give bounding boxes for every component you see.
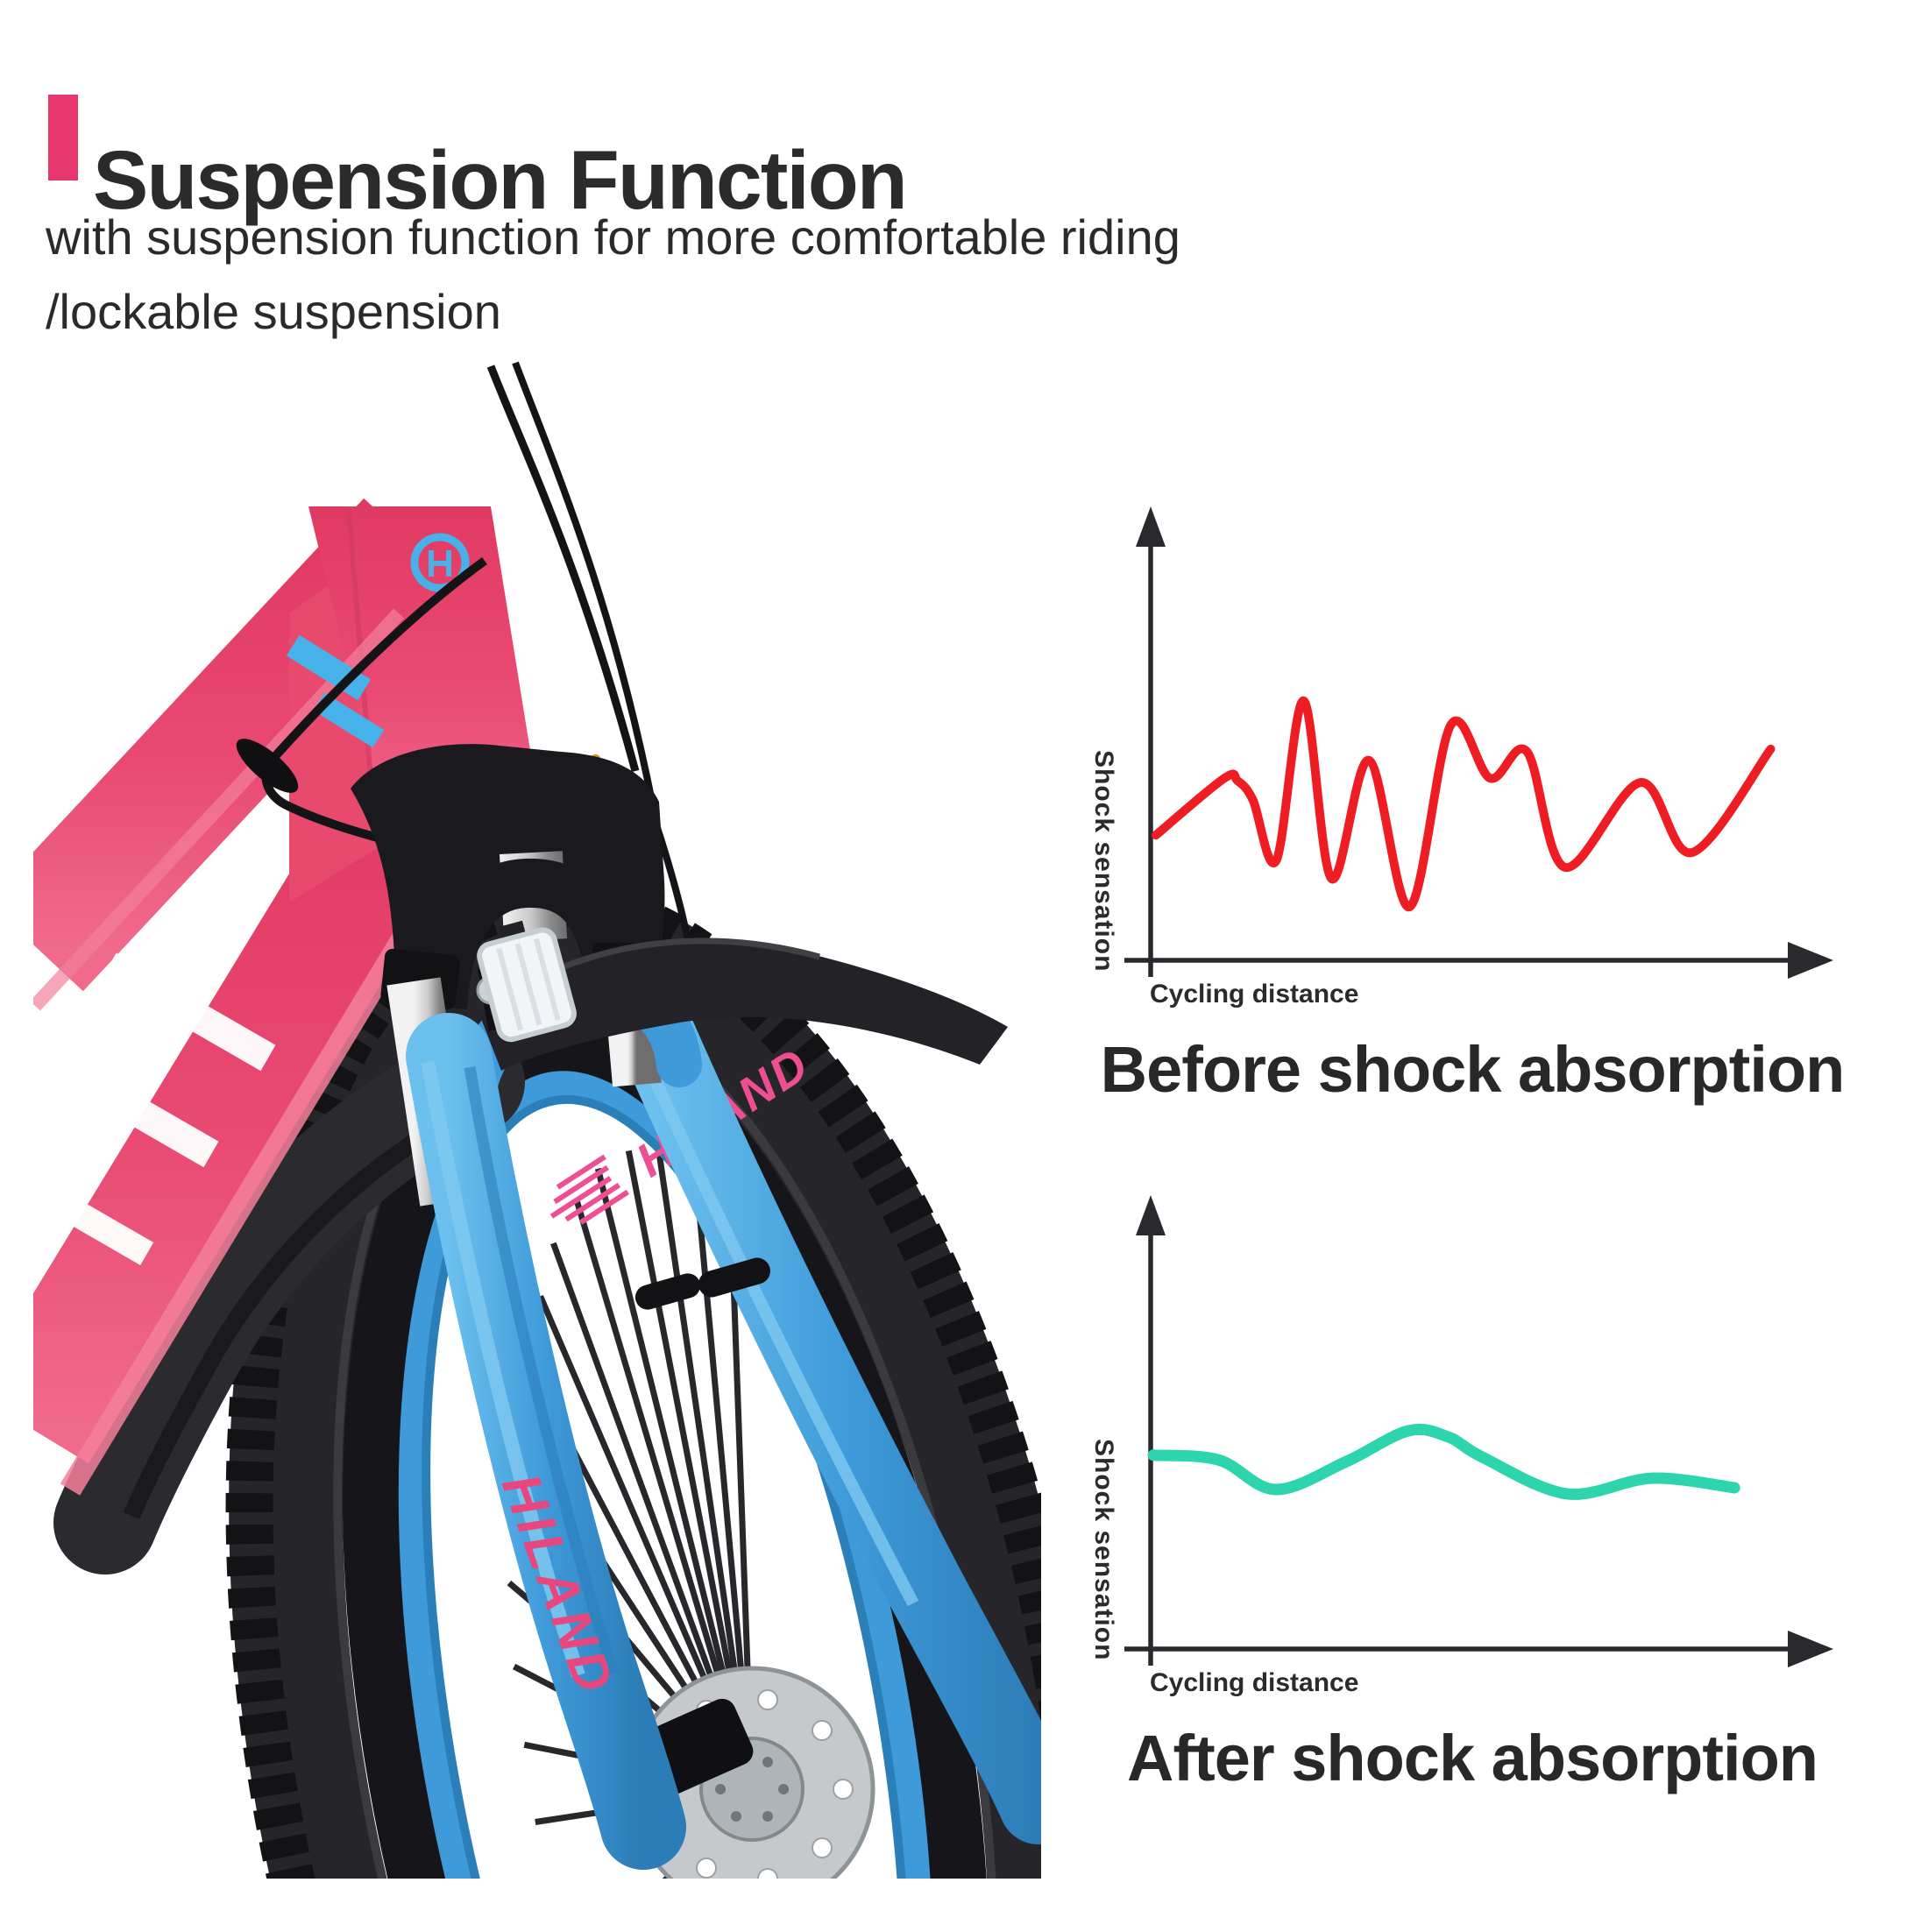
spoke-caps bbox=[634, 1257, 770, 1310]
chart-before-shock: Shock sensation Cycling distance Before … bbox=[1087, 499, 1858, 1148]
headtube-emblem-icon bbox=[410, 533, 470, 592]
frame-logo-fragments bbox=[33, 952, 276, 1265]
cable-stop bbox=[236, 739, 299, 793]
before-curve bbox=[1151, 696, 1776, 912]
y-axis-arrow-icon bbox=[1136, 506, 1166, 547]
fork-leg-left bbox=[406, 1013, 686, 1870]
rim-blue bbox=[385, 1057, 947, 1879]
mudguard-rear-blade bbox=[53, 1030, 525, 1575]
down-tube bbox=[33, 753, 479, 1464]
after-y-axis-label: Shock sensation bbox=[1089, 1439, 1118, 1661]
after-x-axis-label: Cycling distance bbox=[1150, 1668, 1359, 1697]
after-chart-title: After shock absorption bbox=[1127, 1722, 1818, 1794]
frame bbox=[33, 498, 536, 1496]
subtitle-line-2: /lockable suspension bbox=[46, 284, 501, 340]
before-x-axis-label: Cycling distance bbox=[1150, 980, 1359, 1008]
page-title: Suspension Function bbox=[93, 133, 908, 227]
before-chart-title: Before shock absorption bbox=[1100, 1033, 1846, 1106]
subtitle-line-1: with suspension function for more comfor… bbox=[46, 209, 1180, 265]
fork-leg-right bbox=[616, 994, 1041, 1844]
page-subtitle: with suspension function for more comfor… bbox=[46, 200, 1180, 349]
after-curve bbox=[1147, 1423, 1740, 1500]
before-y-axis-label: Shock sensation bbox=[1089, 750, 1118, 973]
chart-after-shock: Shock sensation Cycling distance After s… bbox=[1087, 1188, 1858, 1836]
x-axis-arrow-icon bbox=[1788, 942, 1833, 979]
wheel-reflector bbox=[477, 920, 577, 1043]
x-axis-arrow-icon bbox=[1788, 1631, 1833, 1667]
y-axis-arrow-icon bbox=[1136, 1195, 1166, 1235]
rim-lip bbox=[422, 1094, 911, 1879]
accent-bar bbox=[48, 95, 78, 180]
